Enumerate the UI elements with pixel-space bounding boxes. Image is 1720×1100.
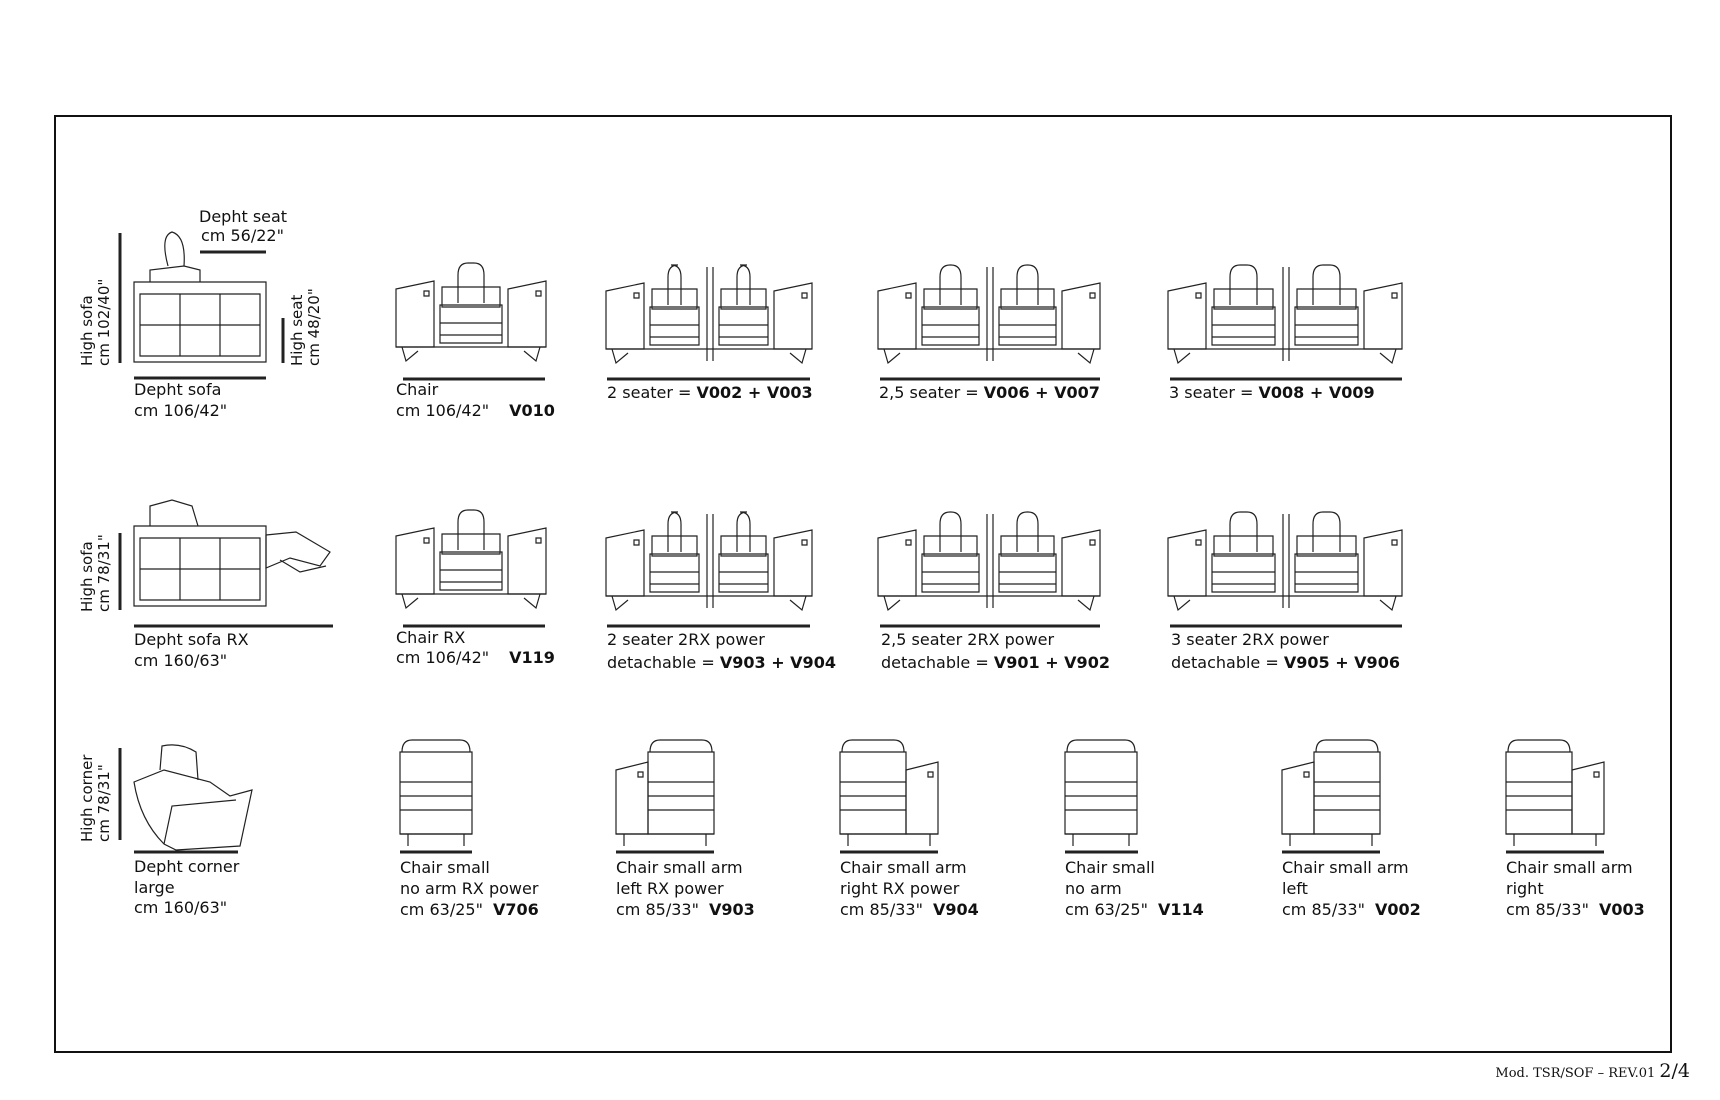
depth-seat-label: Depht seat	[199, 207, 288, 226]
depth-corner-value: cm 160/63"	[134, 898, 228, 917]
chair-small-arm-right-drawing	[1506, 740, 1604, 846]
sofa-3-seater-drawing	[1168, 265, 1402, 363]
chair-small-no-arm-drawing	[1065, 740, 1137, 846]
caption-3-seater-rx-line2: detachable = V905 + V906	[1171, 653, 1400, 672]
caption-r3-4-line3: cm 63/25"V114	[1065, 900, 1204, 919]
caption-r3-2-line3: cm 85/33"V903	[616, 900, 755, 919]
product-code: V903 + V904	[719, 653, 836, 672]
page-number: 2/4	[1659, 1060, 1690, 1082]
caption-chair-line2: cm 106/42"V010	[396, 401, 555, 420]
caption-r3-6-line3: cm 85/33"V003	[1506, 900, 1645, 919]
caption-3-seater-rx-line1: 3 seater 2RX power	[1171, 630, 1329, 649]
sofa-2-seater-drawing	[606, 265, 812, 363]
caption-r3-2-line2: left RX power	[616, 879, 724, 898]
caption-2-5-seater-rx-line1: 2,5 seater 2RX power	[881, 630, 1055, 649]
sofa-3-seater-rx-drawing	[1168, 512, 1402, 610]
caption-2-5-seater-rx-line2: detachable = V901 + V902	[881, 653, 1110, 672]
caption-r3-6-line1: Chair small arm	[1506, 858, 1633, 877]
product-code: V706	[492, 900, 539, 919]
chair-small-arm-left-drawing	[1282, 740, 1380, 846]
depth-corner-label: Depht corner	[134, 857, 240, 876]
product-code: V002	[1374, 900, 1421, 919]
product-code: V006 + V007	[983, 383, 1100, 402]
drawing-frame	[54, 115, 1672, 1053]
caption-3-seater: 3 seater = V008 + V009	[1169, 383, 1375, 402]
caption-r3-3-line1: Chair small arm	[840, 858, 967, 877]
chair-small-arm-left-rx-drawing	[616, 740, 714, 846]
depth-sofa-label: Depht sofa	[134, 380, 222, 399]
depth-corner-line2: large	[134, 878, 175, 897]
depth-sofa-rx-value: cm 160/63"	[134, 651, 228, 670]
product-code: V010	[509, 401, 555, 420]
side-elevation-sofa	[134, 232, 266, 362]
caption-r3-1-line1: Chair small	[400, 858, 490, 877]
caption-2-seater-rx-line1: 2 seater 2RX power	[607, 630, 765, 649]
chair-small-no-arm-rx-drawing	[400, 740, 472, 846]
depth-seat-value: cm 56/22"	[201, 226, 284, 245]
caption-r3-5-line3: cm 85/33"V002	[1282, 900, 1421, 919]
caption-chair-line1: Chair	[396, 380, 439, 399]
product-code: V901 + V902	[993, 653, 1110, 672]
sofa-2-5-seater-drawing	[878, 265, 1100, 363]
corner-drawing	[134, 745, 252, 850]
caption-r3-6-line2: right	[1506, 879, 1544, 898]
caption-r3-3-line2: right RX power	[840, 879, 960, 898]
product-code: V119	[509, 648, 555, 667]
product-code: V008 + V009	[1258, 383, 1375, 402]
sofa-2-seater-rx-drawing	[606, 512, 812, 610]
footer-model: Mod. TSR/SOF – REV.01 2/4	[1495, 1060, 1690, 1082]
caption-chair-rx-line1: Chair RX	[396, 628, 466, 647]
caption-2-seater-rx-line2: detachable = V903 + V904	[607, 653, 836, 672]
caption-r3-3-line3: cm 85/33"V904	[840, 900, 979, 919]
product-code: V114	[1157, 900, 1204, 919]
caption-2-seater: 2 seater = V002 + V003	[607, 383, 813, 402]
dimension-underlines	[120, 233, 1604, 852]
caption-r3-1-line3: cm 63/25"V706	[400, 900, 539, 919]
caption-2-5-seater: 2,5 seater = V006 + V007	[879, 383, 1100, 402]
chair-rx-v119-drawing	[396, 510, 546, 608]
side-elevation-recliner	[134, 500, 330, 606]
sofa-2-5-seater-rx-drawing	[878, 512, 1100, 610]
product-code: V903	[708, 900, 755, 919]
caption-r3-1-line2: no arm RX power	[400, 879, 539, 898]
product-code: V002 + V003	[696, 383, 813, 402]
caption-r3-2-line1: Chair small arm	[616, 858, 743, 877]
caption-r3-5-line1: Chair small arm	[1282, 858, 1409, 877]
chair-v010-drawing	[396, 263, 546, 361]
depth-sofa-rx-label: Depht sofa RX	[134, 630, 249, 649]
caption-r3-4-line1: Chair small	[1065, 858, 1155, 877]
product-code: V003	[1598, 900, 1645, 919]
caption-r3-5-line2: left	[1282, 879, 1308, 898]
chair-small-arm-right-rx-drawing	[840, 740, 938, 846]
caption-chair-rx-line2: cm 106/42"V119	[396, 648, 555, 667]
depth-sofa-value: cm 106/42"	[134, 401, 228, 420]
product-code: V905 + V906	[1283, 653, 1400, 672]
caption-r3-4-line2: no arm	[1065, 879, 1122, 898]
product-code: V904	[932, 900, 979, 919]
